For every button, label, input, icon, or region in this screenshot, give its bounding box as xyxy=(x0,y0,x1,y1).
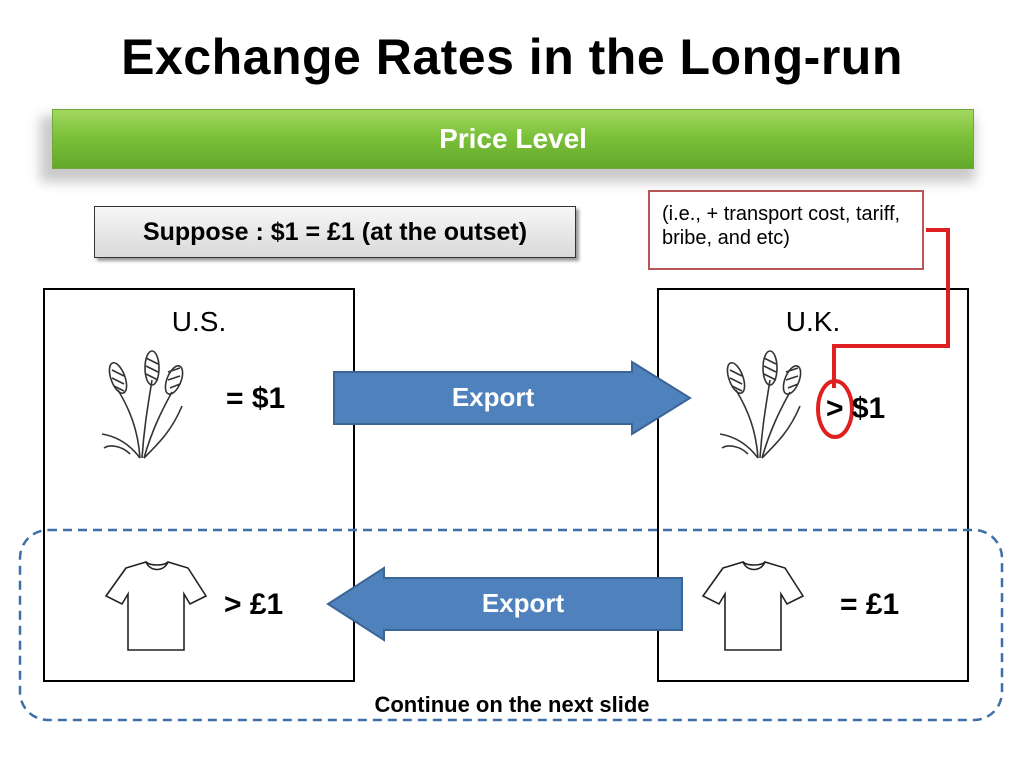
export-arrow-right xyxy=(333,360,692,436)
export-arrow-left xyxy=(326,566,683,642)
t-shirt-icon xyxy=(701,561,805,651)
transport-cost-note: (i.e., + transport cost, tariff, bribe, … xyxy=(648,190,924,270)
us-wheat-price: = $1 xyxy=(226,382,286,415)
price-level-banner: Price Level xyxy=(52,109,974,169)
continue-note: Continue on the next slide xyxy=(374,692,650,717)
us-label: U.S. xyxy=(171,306,227,337)
uk-shirt-price: = £1 xyxy=(840,588,900,621)
wheat-icon xyxy=(101,350,184,459)
export-label-bottom: Export xyxy=(481,588,565,618)
uk-label: U.K. xyxy=(785,306,841,337)
suppose-box: Suppose : $1 = £1 (at the outset) xyxy=(94,206,576,258)
note-connector-line xyxy=(832,228,950,388)
t-shirt-icon xyxy=(104,561,208,651)
us-box: U.S. xyxy=(43,288,355,682)
highlight-ellipse xyxy=(816,379,854,439)
uk-wheat-price: > $1 xyxy=(826,392,886,425)
dashed-frame xyxy=(18,528,1004,722)
slide-title: Exchange Rates in the Long-run xyxy=(121,29,903,85)
wheat-icon xyxy=(719,350,802,459)
export-label-top: Export xyxy=(451,382,535,412)
uk-box: U.K. xyxy=(657,288,969,682)
us-shirt-price: > £1 xyxy=(224,588,284,621)
